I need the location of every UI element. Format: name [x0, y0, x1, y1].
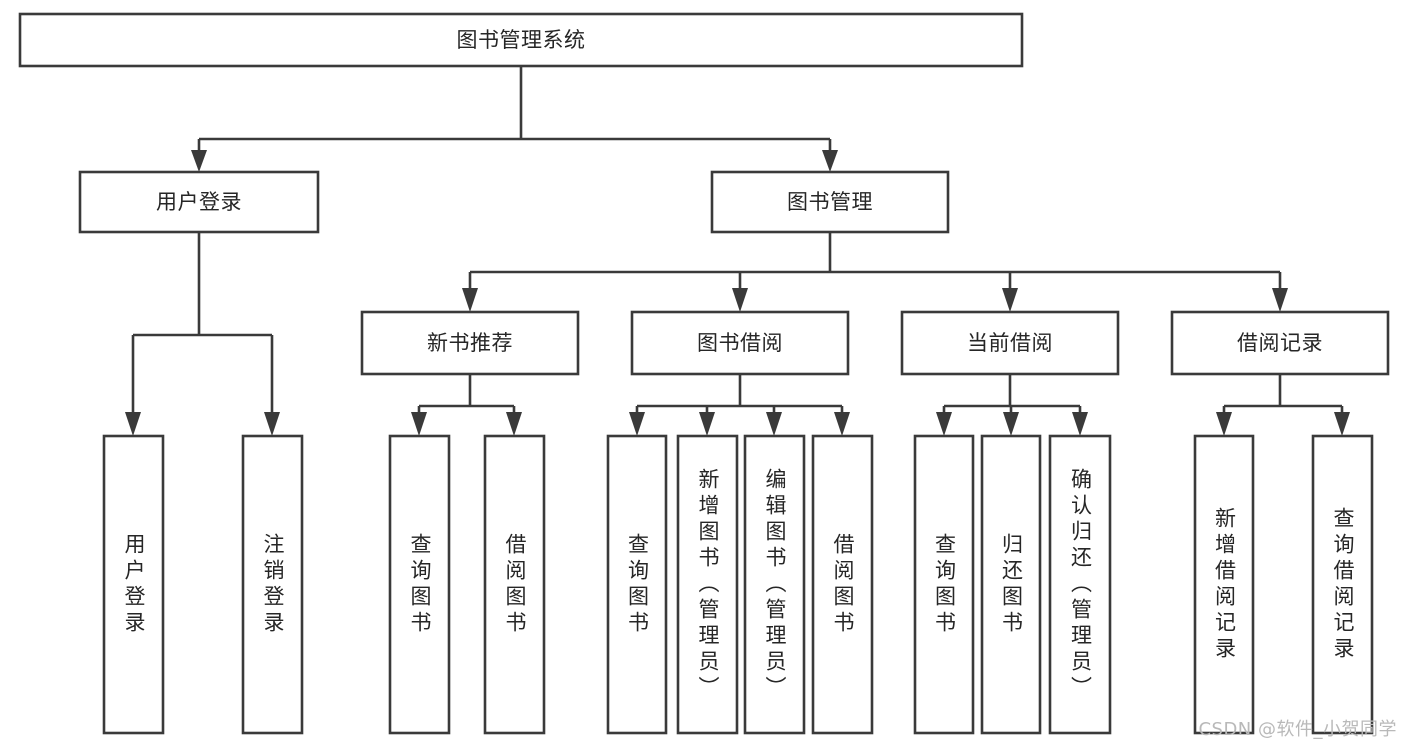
node-box-leaf-return-book[interactable]	[980, 434, 1042, 735]
arrow-to-book-borrow	[732, 288, 748, 312]
node-label-borrow-record: 借阅记录	[1237, 331, 1323, 355]
node-box-user-login[interactable]	[78, 170, 320, 234]
node-label-current-borrow: 当前借阅	[967, 331, 1053, 355]
node-box-leaf-confirm-return[interactable]	[1048, 434, 1112, 735]
arrow-to-leaf-borrow-book-1	[506, 412, 522, 436]
node-box-leaf-borrow-book-2[interactable]	[811, 434, 874, 735]
node-box-leaf-query-book-1[interactable]	[388, 434, 451, 735]
arrow-to-leaf-add-book	[699, 412, 715, 436]
arrow-to-leaf-confirm-return	[1072, 412, 1088, 436]
arrow-to-book-manage	[822, 150, 838, 172]
arrow-to-leaf-borrow-book-2	[834, 412, 850, 436]
node-layer: 图书管理系统 用户登录 图书管理 新书推荐 图书借阅 当前借阅 借阅记录	[18, 12, 1390, 735]
arrow-to-leaf-user-login	[125, 412, 141, 436]
node-label-root: 图书管理系统	[457, 28, 586, 52]
node-box-leaf-add-record[interactable]	[1193, 434, 1255, 735]
node-label-book-borrow: 图书借阅	[697, 331, 783, 355]
arrow-to-borrow-record	[1272, 288, 1288, 312]
arrow-to-leaf-query-record	[1334, 412, 1350, 436]
arrow-to-leaf-query-book-1	[411, 412, 427, 436]
node-box-current-borrow[interactable]	[900, 310, 1120, 376]
node-label-user-login: 用户登录	[156, 190, 242, 214]
arrow-to-leaf-return-book	[1003, 412, 1019, 436]
node-label-new-book-recommend: 新书推荐	[427, 331, 513, 355]
node-box-leaf-query-record[interactable]	[1311, 434, 1374, 735]
node-box-book-borrow[interactable]	[630, 310, 850, 376]
node-box-leaf-edit-book[interactable]	[743, 434, 806, 735]
watermark-text: CSDN @软件_小贺同学	[1198, 719, 1397, 740]
arrow-to-user-login	[191, 150, 207, 172]
arrow-to-current-borrow	[1002, 288, 1018, 312]
node-box-new-book-recommend[interactable]	[360, 310, 580, 376]
arrow-to-leaf-logout	[264, 412, 280, 436]
node-label-book-manage: 图书管理	[787, 190, 873, 214]
arrow-to-leaf-edit-book	[766, 412, 782, 436]
node-box-leaf-logout[interactable]	[241, 434, 304, 735]
node-box-leaf-add-book[interactable]	[676, 434, 739, 735]
arrow-to-leaf-add-record	[1216, 412, 1232, 436]
node-box-leaf-query-book-3[interactable]	[913, 434, 975, 735]
arrow-to-new-book-rec	[462, 288, 478, 312]
node-box-leaf-query-book-2[interactable]	[606, 434, 668, 735]
arrow-to-leaf-query-book-3	[936, 412, 952, 436]
connector-layer	[125, 66, 1350, 436]
node-box-borrow-record[interactable]	[1170, 310, 1390, 376]
node-box-root[interactable]	[18, 12, 1024, 68]
node-box-leaf-user-login[interactable]	[102, 434, 165, 735]
arrow-to-leaf-query-book-2	[629, 412, 645, 436]
node-box-leaf-borrow-book-1[interactable]	[483, 434, 546, 735]
node-box-book-manage[interactable]	[710, 170, 950, 234]
